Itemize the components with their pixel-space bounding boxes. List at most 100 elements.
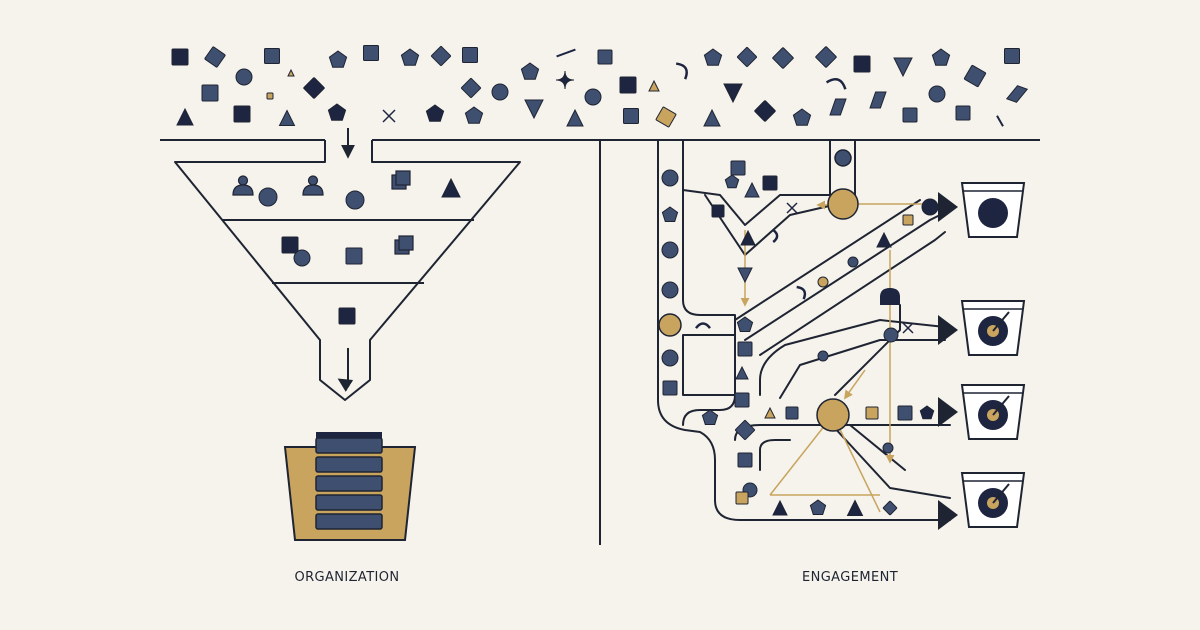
stack-bar: [315, 513, 383, 530]
stack-bar: [315, 475, 383, 492]
channel-branch-mid-lower: [779, 339, 946, 399]
scatter-shape: [723, 83, 743, 104]
pipeline-token: [730, 160, 746, 176]
pipeline-token: [661, 241, 679, 259]
circle-shape: [293, 249, 311, 267]
arrow-to-cup-2: [938, 315, 958, 345]
scatter-shape: [928, 85, 946, 103]
stack-bar: [315, 494, 383, 511]
scatter-shape: [815, 46, 837, 68]
scatter-shape: [171, 48, 189, 66]
pipeline-token: [847, 256, 859, 268]
scatter-shape: [584, 88, 602, 106]
stack-bar-top: [316, 432, 382, 438]
pipeline-token: [772, 499, 788, 516]
gold-guide-6: [832, 414, 881, 513]
scatter-shape: [287, 68, 295, 77]
pipeline-token: [902, 214, 914, 226]
scatter-shape: [556, 48, 576, 58]
funnel-icon: [174, 128, 521, 401]
gold-guides: [740, 200, 930, 513]
scatter-shape: [675, 62, 688, 80]
arrow-to-cup-3: [938, 397, 958, 427]
channel-diagonal-top: [744, 209, 951, 341]
scatter-shape: [955, 105, 971, 121]
gold-guide-5: [769, 414, 834, 496]
target-cup-icon: [960, 300, 1026, 356]
scatter-shape: [893, 57, 913, 78]
circle-shape: [345, 190, 365, 210]
pipeline-token: [876, 231, 892, 248]
gold-guide-7: [843, 369, 866, 400]
pipeline-token: [737, 452, 753, 468]
pipeline-token: [695, 322, 711, 329]
dividers: [160, 139, 1040, 545]
pipeline-token: [882, 500, 898, 516]
scatter-shape: [1005, 85, 1029, 103]
stack-bar: [315, 437, 383, 454]
scatter-shape: [233, 105, 251, 123]
connector-cap: [880, 288, 900, 305]
funnel-contents: [232, 170, 461, 325]
target-cup-icon: [960, 182, 1026, 238]
scatter-shape: [853, 55, 871, 73]
pipeline-token: [724, 174, 740, 189]
person-icon: [232, 175, 254, 196]
output-arrows: [938, 192, 958, 530]
circle-shape: [258, 187, 278, 207]
scatter-shape: [737, 47, 757, 67]
hub-node-icon: [658, 313, 682, 337]
arrow-to-cup-1: [938, 192, 958, 222]
scatter-shape: [792, 108, 812, 126]
stack-bar: [315, 456, 383, 473]
pipeline-token: [882, 442, 894, 454]
scatter-shape: [235, 68, 253, 86]
funnel-exit-arrow: [337, 348, 354, 392]
scatter-shape: [869, 91, 887, 109]
funnel-outline: [174, 140, 521, 401]
scatter-shape: [703, 108, 721, 127]
pipeline-token: [744, 181, 760, 198]
square-shape: [338, 307, 356, 325]
scatter-shape: [623, 108, 639, 124]
document-icon: [391, 170, 411, 190]
organization-label: ORGANIZATION: [294, 570, 400, 585]
scattered-shapes: [171, 45, 1029, 128]
scatter-shape: [461, 78, 481, 98]
pipeline-token: [764, 406, 776, 419]
pipeline-token: [661, 281, 679, 299]
scatter-shape: [400, 48, 420, 66]
pipeline-token: [661, 349, 679, 367]
scatter-shape: [491, 83, 509, 101]
square-shape: [281, 236, 299, 254]
channel-inner-left: [682, 139, 736, 426]
connector-dot: [834, 149, 852, 167]
scatter-shape: [655, 106, 677, 128]
scatter-shape: [264, 48, 280, 64]
hub-node-icon: [827, 188, 859, 220]
scatter-shape: [520, 62, 540, 80]
scatter-shape: [648, 79, 660, 92]
scatter-shape: [597, 49, 613, 65]
channel-x-3: [849, 424, 906, 471]
scatter-shape: [1004, 48, 1020, 64]
pipeline-token: [734, 392, 750, 408]
scatter-shape: [825, 77, 847, 90]
pipeline-token: [662, 380, 678, 396]
pipeline-token: [740, 229, 756, 246]
pipeline-token: [796, 285, 807, 300]
pipeline-token: [786, 202, 798, 214]
channel-diagonal-top-upper: [734, 199, 921, 321]
stack-bars: [315, 432, 383, 530]
scatter-shape: [619, 76, 637, 94]
scatter-shape: [462, 47, 478, 63]
channel-outer-left: [657, 139, 951, 521]
pipeline-token: [921, 198, 939, 216]
pipeline-token: [701, 409, 719, 425]
pipeline-tokens: [661, 160, 939, 516]
hub-node-icon: [816, 398, 850, 432]
pipeline-token: [785, 406, 799, 420]
arrow-to-cup-4: [938, 500, 958, 530]
pipeline-token: [817, 350, 829, 362]
